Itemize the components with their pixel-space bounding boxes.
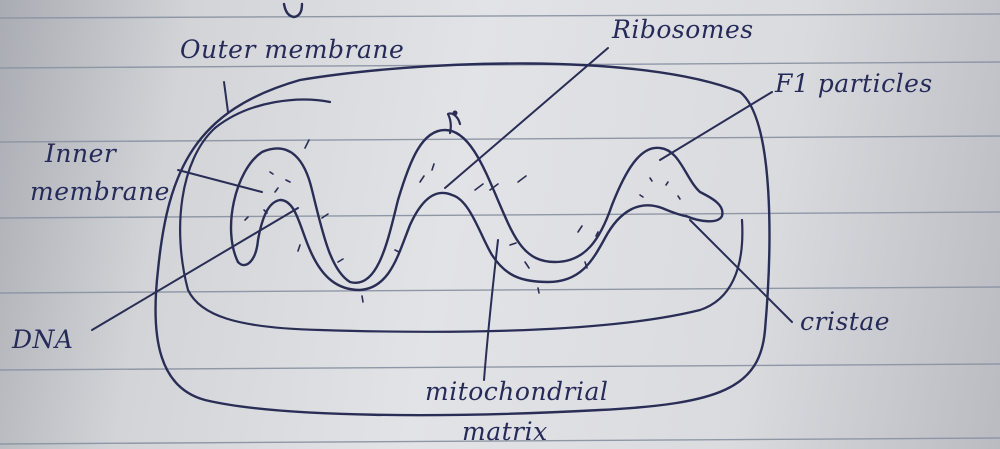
label-f1-particles: F1 particles	[774, 69, 933, 98]
pointer-cristae	[689, 219, 793, 323]
cristae-fold-outer	[229, 128, 724, 285]
f1-particle-dot	[452, 110, 458, 116]
label-matrix-2: matrix	[462, 417, 548, 446]
label-inner-membrane-2: membrane	[30, 177, 170, 206]
label-outer-membrane: Outer membrane	[180, 35, 404, 64]
inner-membrane-boundary	[179, 126, 744, 333]
cristae-fold-inner	[236, 191, 688, 292]
pointer-f1-particles	[659, 91, 773, 161]
pointer-outer-membrane	[223, 81, 229, 113]
label-inner-membrane-1: Inner	[44, 139, 118, 168]
pointer-inner-membrane	[177, 169, 263, 193]
matrix-particles	[244, 139, 681, 303]
pointer-matrix	[483, 239, 499, 381]
stray-ink-mark	[282, 2, 304, 19]
inner-membrane-top	[213, 98, 332, 130]
pointer-dna	[91, 207, 299, 331]
label-ribosomes: Ribosomes	[611, 15, 754, 44]
pointer-ribosomes	[444, 47, 609, 189]
label-dna: DNA	[11, 325, 73, 354]
label-cristae: cristae	[800, 307, 890, 336]
crista-stalk	[446, 112, 462, 135]
label-matrix-1: mitochondrial	[425, 377, 608, 406]
outer-membrane-shape	[154, 62, 771, 417]
